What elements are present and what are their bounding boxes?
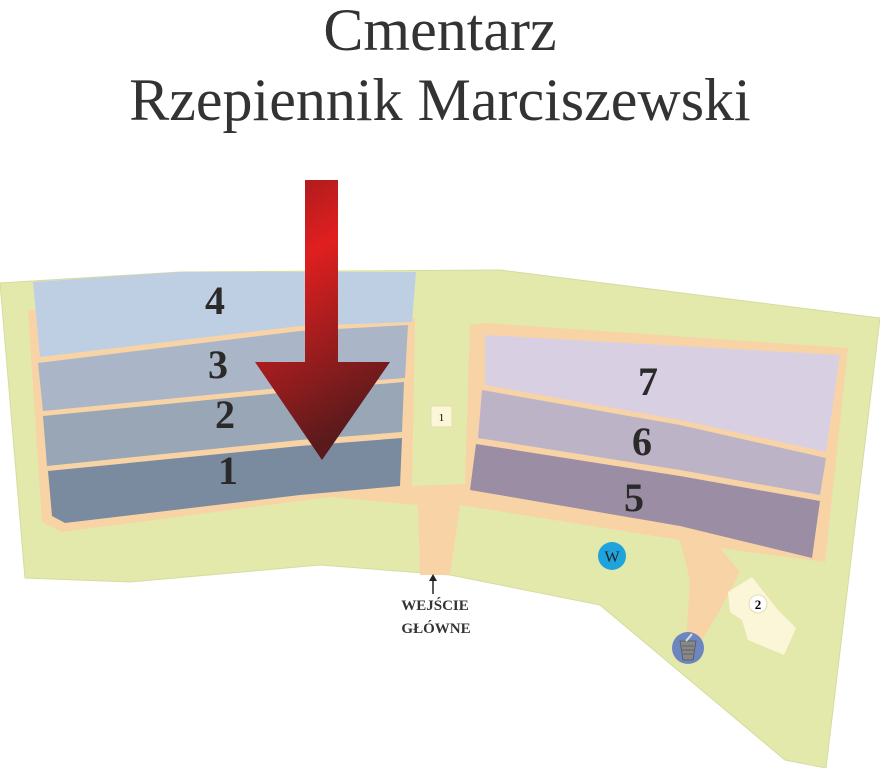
section-1[interactable]: [48, 438, 402, 523]
entrance-label-line2: GŁÓWNE: [401, 620, 470, 637]
section-7[interactable]: [485, 335, 840, 452]
section-1-label: 1: [218, 448, 238, 493]
section-7-label: 7: [638, 359, 658, 404]
section-4-label: 4: [205, 278, 225, 323]
section-3-label: 3: [208, 342, 228, 387]
map-title-line1: Cmentarz: [323, 0, 557, 63]
water-icon[interactable]: [598, 542, 626, 570]
water-icon-label: W: [604, 549, 620, 566]
building-1[interactable]: [430, 405, 453, 428]
section-6-label: 6: [632, 419, 652, 464]
building-2-label: 2: [755, 597, 762, 612]
trash-icon[interactable]: [672, 632, 704, 664]
building-2-marker: [748, 594, 768, 614]
direction-arrow: [255, 180, 390, 460]
section-5[interactable]: [470, 444, 820, 558]
section-2-label: 2: [215, 392, 235, 437]
building-2[interactable]: [728, 577, 796, 655]
entrance-arrowhead-icon: [429, 574, 437, 581]
entrance-label-line1: WEJŚCIE: [401, 597, 469, 614]
section-6[interactable]: [478, 390, 826, 495]
building-1-label: 1: [439, 412, 445, 424]
section-5-label: 5: [624, 475, 644, 520]
map-title-line2: Rzepiennik Marciszewski: [129, 67, 751, 133]
